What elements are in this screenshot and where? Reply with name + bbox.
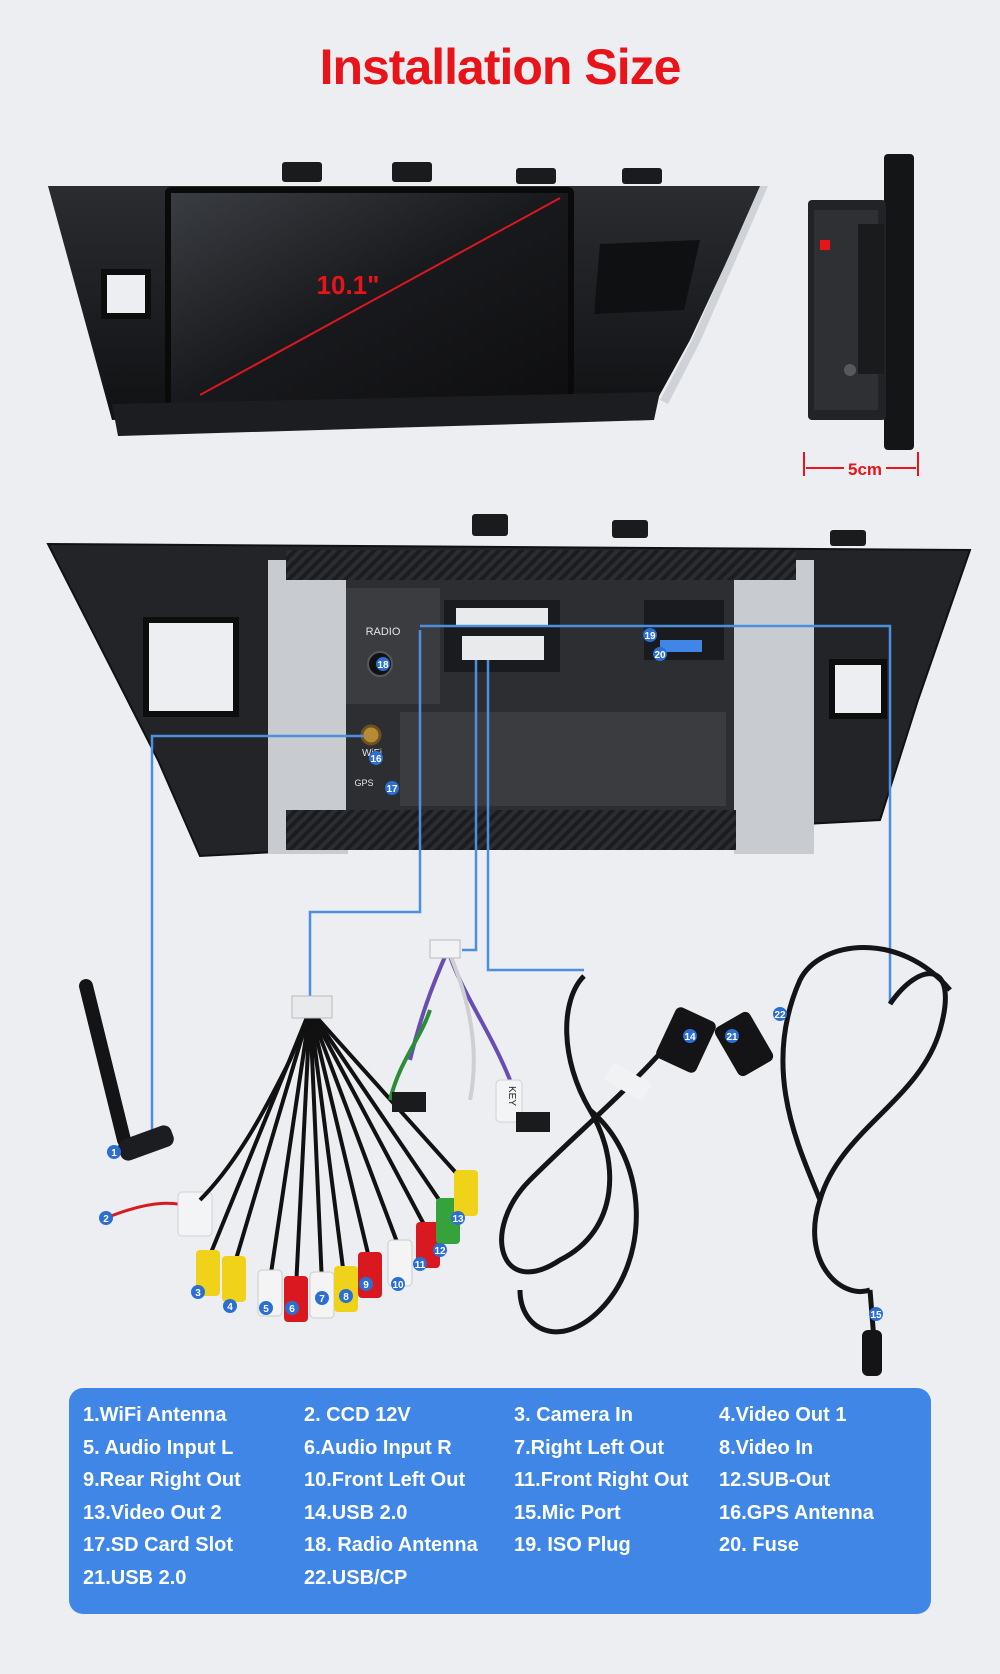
svg-text:9: 9 bbox=[363, 1280, 369, 1291]
front-view-unit: 10.1" bbox=[48, 162, 768, 436]
marker-18: 18 bbox=[376, 657, 390, 671]
svg-text:1: 1 bbox=[111, 1148, 117, 1159]
marker-15: 15 bbox=[869, 1307, 883, 1321]
marker-17: 17 bbox=[385, 781, 399, 795]
port-legend: 1.WiFi Antenna 2. CCD 12V 3. Camera In 4… bbox=[69, 1388, 931, 1614]
marker-9: 9 bbox=[359, 1277, 373, 1291]
marker-22: 22 bbox=[773, 1007, 787, 1021]
svg-text:2: 2 bbox=[103, 1214, 109, 1225]
marker-1: 1 bbox=[107, 1145, 121, 1159]
legend-item-usb-2-0-a: 14.USB 2.0 bbox=[304, 1501, 408, 1524]
legend-item-video-out-1: 4.Video Out 1 bbox=[719, 1404, 847, 1426]
rca-harness bbox=[198, 1008, 468, 1289]
svg-text:7: 7 bbox=[319, 1294, 325, 1305]
svg-text:18: 18 bbox=[377, 660, 389, 671]
svg-text:21: 21 bbox=[726, 1032, 738, 1043]
svg-text:11: 11 bbox=[415, 1260, 426, 1271]
marker-2: 2 bbox=[99, 1211, 113, 1225]
legend-item-sub-out: 12.SUB-Out bbox=[719, 1469, 831, 1491]
svg-text:16: 16 bbox=[370, 754, 382, 765]
marker-11: 11 bbox=[413, 1257, 427, 1271]
svg-text:19: 19 bbox=[644, 631, 656, 642]
key-tag bbox=[495, 1079, 523, 1123]
product-illustration: 10.1" 5cm RADIO Wi bbox=[46, 154, 972, 1376]
gps-port-label: GPS bbox=[354, 778, 373, 788]
svg-text:4: 4 bbox=[227, 1302, 233, 1313]
marker-4: 4 bbox=[223, 1299, 237, 1313]
marker-10: 10 bbox=[391, 1277, 405, 1291]
legend-item-usb-2-0-b: 21.USB 2.0 bbox=[83, 1566, 187, 1589]
marker-14: 14 bbox=[683, 1029, 697, 1043]
usb-connector-21 bbox=[714, 1011, 774, 1077]
usb-cable-21-22 bbox=[780, 945, 952, 1341]
marker-6: 6 bbox=[285, 1301, 299, 1315]
usb-cable-14 bbox=[499, 974, 682, 1335]
legend-item-fuse: 20. Fuse bbox=[719, 1534, 800, 1556]
legend-item-mic-port: 15.Mic Port bbox=[514, 1501, 621, 1524]
ccd-tag bbox=[177, 1191, 213, 1237]
legend-item-ccd-12v: 2. CCD 12V bbox=[304, 1404, 411, 1426]
legend-item-gps-antenna: 16.GPS Antenna bbox=[719, 1501, 874, 1524]
wifi-antenna bbox=[79, 979, 174, 1161]
marker-5: 5 bbox=[259, 1301, 273, 1315]
svg-text:17: 17 bbox=[386, 784, 398, 795]
rear-view-unit: RADIO WiFi GPS bbox=[46, 514, 972, 858]
marker-12: 12 bbox=[433, 1243, 447, 1257]
legend-item-usb-cp: 22.USB/CP bbox=[304, 1566, 408, 1589]
harness-connector bbox=[291, 995, 333, 1019]
depth-label: 5cm bbox=[848, 460, 882, 479]
marker-20: 20 bbox=[653, 647, 667, 661]
legend-item-front-left-out: 10.Front Left Out bbox=[304, 1469, 466, 1491]
legend-item-video-out-2: 13.Video Out 2 bbox=[83, 1501, 222, 1524]
marker-8: 8 bbox=[339, 1289, 353, 1303]
marker-7: 7 bbox=[315, 1291, 329, 1305]
legend-item-iso-plug: 19. ISO Plug bbox=[514, 1534, 631, 1556]
page-title: Installation Size bbox=[319, 39, 682, 95]
key-tag-label: KEY bbox=[506, 1086, 517, 1106]
legend-item-sd-card-slot: 17.SD Card Slot bbox=[83, 1534, 234, 1556]
marker-21: 21 bbox=[725, 1029, 739, 1043]
number-markers: 1 2 3 4 5 6 7 8 9 10 11 12 13 14 15 16 1… bbox=[99, 628, 883, 1321]
legend-item-video-in: 8.Video In bbox=[719, 1436, 814, 1459]
key-can-harness bbox=[388, 949, 512, 1101]
svg-text:5: 5 bbox=[263, 1304, 269, 1315]
svg-text:6: 6 bbox=[289, 1304, 295, 1315]
mic-connector bbox=[862, 1330, 882, 1376]
legend-item-right-left-out: 7.Right Left Out bbox=[514, 1436, 664, 1459]
svg-text:3: 3 bbox=[195, 1288, 201, 1299]
svg-text:15: 15 bbox=[870, 1310, 882, 1321]
svg-text:20: 20 bbox=[654, 650, 666, 661]
legend-item-audio-input-r: 6.Audio Input R bbox=[304, 1436, 452, 1459]
usb-tag bbox=[605, 1063, 651, 1101]
svg-text:8: 8 bbox=[343, 1292, 349, 1303]
legend-item-camera-in: 3. Camera In bbox=[514, 1404, 633, 1426]
svg-text:13: 13 bbox=[452, 1214, 464, 1225]
legend-item-audio-input-l: 5. Audio Input L bbox=[83, 1436, 234, 1459]
key-harness-connector bbox=[429, 939, 461, 959]
key-plug bbox=[392, 1092, 426, 1112]
legend-item-rear-right-out: 9.Rear Right Out bbox=[83, 1469, 241, 1491]
svg-text:12: 12 bbox=[434, 1246, 446, 1257]
svg-text:14: 14 bbox=[684, 1032, 696, 1043]
marker-19: 19 bbox=[643, 628, 657, 642]
leader-lines bbox=[150, 624, 892, 1146]
legend-item-front-right-out: 11.Front Right Out bbox=[514, 1469, 689, 1491]
marker-13: 13 bbox=[451, 1211, 465, 1225]
svg-text:10: 10 bbox=[392, 1280, 404, 1291]
legend-item-wifi-antenna: 1.WiFi Antenna bbox=[83, 1404, 227, 1426]
side-view-unit: 5cm bbox=[803, 154, 919, 479]
marker-3: 3 bbox=[191, 1285, 205, 1299]
can-plug bbox=[516, 1112, 550, 1132]
legend-item-radio-antenna: 18. Radio Antenna bbox=[304, 1534, 478, 1556]
radio-port-label: RADIO bbox=[366, 626, 401, 638]
screen-size-label: 10.1" bbox=[317, 270, 380, 300]
marker-16: 16 bbox=[369, 751, 383, 765]
svg-text:22: 22 bbox=[774, 1010, 786, 1021]
